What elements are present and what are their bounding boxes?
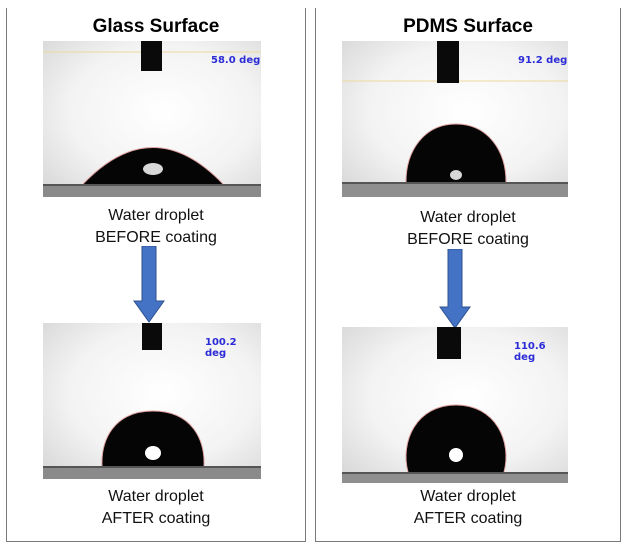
droplet-image <box>43 41 261 197</box>
droplet-reflection <box>450 170 462 180</box>
syringe-needle <box>141 41 162 71</box>
droplet-reflection <box>143 163 163 175</box>
glass-surface-panel: Glass Surface 58.0 deg Water droplet BEF… <box>6 8 306 542</box>
droplet-image <box>43 323 261 479</box>
substrate-surface <box>43 184 261 197</box>
caption-after: Water droplet AFTER coating <box>7 486 305 530</box>
contact-angle-label: 100.2 deg <box>205 337 237 359</box>
droplet-image <box>342 41 568 197</box>
caption-line: AFTER coating <box>413 510 523 527</box>
syringe-needle <box>142 323 162 350</box>
down-arrow-icon <box>133 246 165 323</box>
caption-line: BEFORE coating <box>95 229 217 246</box>
syringe-needle <box>437 41 459 83</box>
caption-before: Water droplet BEFORE coating <box>7 205 305 249</box>
substrate-surface <box>43 466 261 479</box>
water-droplet <box>406 124 506 182</box>
contact-angle-label: 110.6 deg <box>514 341 546 363</box>
glass-after-photo: 100.2 deg <box>43 323 261 479</box>
caption-line: BEFORE coating <box>407 231 529 248</box>
pdms-before-photo: 91.2 deg <box>342 41 568 197</box>
caption-line: Water droplet <box>108 488 204 505</box>
contact-angle-label: 91.2 deg <box>518 55 568 66</box>
caption-after: Water droplet AFTER coating <box>316 486 620 530</box>
water-droplet <box>101 411 205 466</box>
substrate-edge <box>342 472 568 474</box>
droplet-reflection <box>145 446 161 460</box>
contact-angle-label: 58.0 deg <box>211 55 261 66</box>
substrate-surface <box>342 182 568 197</box>
substrate-edge <box>43 184 261 186</box>
caption-before: Water droplet BEFORE coating <box>316 207 620 251</box>
droplet-image <box>342 327 568 483</box>
pdms-surface-panel: PDMS Surface 91.2 deg Water droplet BEFO… <box>315 8 621 542</box>
caption-line: Water droplet <box>420 209 516 226</box>
caption-line: Water droplet <box>108 207 204 224</box>
droplet-reflection <box>449 448 463 462</box>
substrate-surface <box>342 472 568 483</box>
droplet-contour <box>82 147 224 185</box>
water-droplet <box>406 405 506 472</box>
caption-line: AFTER coating <box>101 510 211 527</box>
pdms-after-photo: 110.6 deg <box>342 327 568 483</box>
panel-title: Glass Surface <box>92 16 220 37</box>
droplet-contour <box>405 404 507 473</box>
substrate-edge <box>43 466 261 468</box>
caption-line: Water droplet <box>420 488 516 505</box>
down-arrow-icon <box>439 249 471 329</box>
droplet-contour <box>405 123 507 183</box>
glass-before-photo: 58.0 deg <box>43 41 261 197</box>
substrate-edge <box>342 182 568 184</box>
panel-title: PDMS Surface <box>403 16 533 37</box>
droplet-contour <box>101 410 205 467</box>
syringe-needle <box>437 327 461 359</box>
